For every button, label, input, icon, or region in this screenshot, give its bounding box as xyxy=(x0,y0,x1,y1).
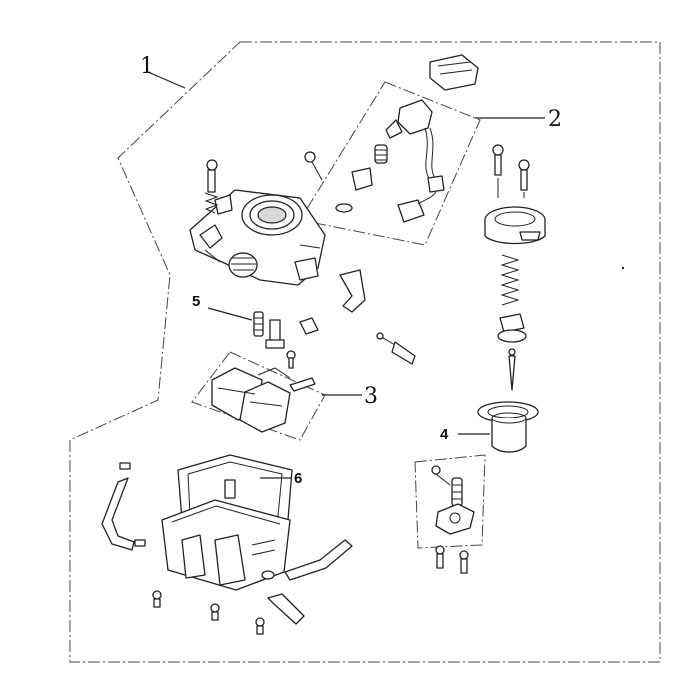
choke-screw-part xyxy=(304,151,323,181)
choke-cover-part xyxy=(429,54,479,91)
overflow-tube-part xyxy=(101,462,146,551)
main-jet-5-part xyxy=(253,311,264,337)
auto-choke-part xyxy=(385,99,445,223)
idle-screw-left-part xyxy=(204,159,219,214)
vacuum-chamber-cover-part xyxy=(484,206,546,245)
callout-4: 4 xyxy=(440,426,449,443)
float-bowl-part xyxy=(161,499,291,591)
pilot-screw-part xyxy=(376,332,416,365)
callout-1: 1 xyxy=(140,54,154,79)
vacuum-chamber-screw-part xyxy=(492,144,530,198)
carburetor-body-part xyxy=(189,189,326,286)
needle-jet-assembly-part xyxy=(431,465,475,574)
group-3-boundary xyxy=(191,351,326,441)
callout-6: 6 xyxy=(294,470,302,487)
callout-5: 5 xyxy=(192,293,200,310)
drain-tube-part xyxy=(339,269,366,313)
bowl-screw-part xyxy=(152,590,265,635)
piston-spring-part xyxy=(500,254,520,306)
leader-5 xyxy=(207,307,253,321)
float-needle-valve-part xyxy=(286,317,319,369)
leader-1 xyxy=(147,71,186,89)
callout-3: 3 xyxy=(364,384,378,409)
diaphragm-4-part xyxy=(477,401,539,453)
callout-2: 2 xyxy=(548,107,562,132)
stray-dot xyxy=(621,266,625,270)
needle-retainer-part xyxy=(497,313,527,343)
jet-needle-part xyxy=(508,348,516,391)
choke-plunger-part xyxy=(335,144,388,213)
group-2-boundary xyxy=(299,81,481,246)
float-3-part xyxy=(211,367,316,433)
group-4-boundary xyxy=(414,454,486,549)
assembly-boundary xyxy=(69,41,661,663)
vent-hose-part xyxy=(284,539,353,581)
jet-holder-part xyxy=(265,319,285,349)
drain-screw-part xyxy=(267,593,305,625)
